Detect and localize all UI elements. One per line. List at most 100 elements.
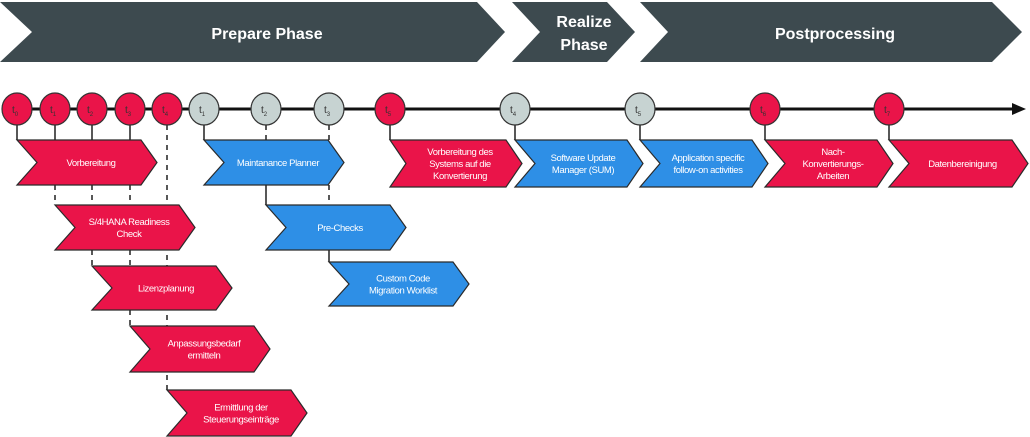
step-label: Vorbereitung	[66, 158, 115, 169]
step-label: Custom Code	[376, 274, 430, 285]
phase-prepare	[0, 2, 505, 62]
node-label-subscript: 2	[264, 112, 268, 118]
node-label-base: t	[125, 105, 128, 116]
step-vorbereitung: Vorbereitung	[15, 139, 158, 186]
phase-postprocessing	[640, 2, 1022, 62]
node-label-base: t	[50, 105, 53, 116]
timeline-node-t5-grey: t5	[624, 92, 656, 126]
node-label-base: t	[199, 105, 202, 116]
timeline-node-t7-red: t7	[873, 92, 905, 126]
step-label: ermitteln	[188, 351, 221, 362]
timeline-node-t4-red: t4	[151, 92, 183, 126]
node-label-subscript: 6	[763, 112, 767, 118]
step-label: Application specific	[672, 153, 745, 164]
step-chevron	[128, 325, 271, 373]
node-label-base: t	[884, 105, 887, 116]
timeline-node-t3-red: t3	[114, 92, 146, 126]
node-label-base: t	[760, 105, 763, 116]
phase-label-postprocessing: Postprocessing	[775, 26, 895, 43]
node-circle	[188, 92, 220, 126]
node-label-base: t	[385, 105, 388, 116]
timeline-node-t4-grey: t4	[499, 92, 531, 126]
node-label: t4	[510, 105, 517, 118]
timeline-node-t2-red: t2	[76, 92, 108, 126]
node-circle	[151, 92, 183, 126]
node-label: t0	[12, 105, 19, 118]
node-label: t3	[125, 105, 132, 118]
step-label: Vorbereitung des	[427, 147, 493, 158]
node-label-subscript: 1	[202, 112, 206, 118]
node-label: t1	[50, 105, 57, 118]
step-label: Lizenzplanung	[138, 284, 194, 295]
step-chevron	[202, 139, 345, 186]
step-chevron	[887, 139, 1029, 188]
node-label-base: t	[510, 105, 513, 116]
step-label: Konvertierung	[433, 171, 487, 182]
step-chevron	[53, 204, 196, 251]
timeline-node-t2-grey: t2	[250, 92, 282, 126]
node-label-subscript: 0	[15, 112, 19, 118]
node-label-subscript: 3	[327, 112, 331, 118]
step-chevron	[264, 204, 407, 251]
step-label: Anpassungsbedarf	[168, 339, 242, 350]
node-circle	[39, 92, 71, 126]
step-label: follow-on activities	[673, 165, 743, 176]
node-circle	[749, 92, 781, 126]
step-label: Migration Worklist	[369, 286, 438, 297]
node-label-subscript: 2	[90, 112, 94, 118]
step-chevron	[638, 139, 769, 188]
step-chevron	[327, 261, 470, 307]
timeline-node-t6-red: t6	[749, 92, 781, 126]
node-circle	[313, 92, 345, 126]
step-label: Arbeiten	[817, 171, 849, 182]
step-label: Pre-Checks	[317, 223, 363, 234]
step-label: S/4HANA Readiness	[89, 217, 171, 228]
timeline-arrow-icon	[1012, 103, 1026, 115]
node-label-base: t	[261, 105, 264, 116]
step-label: Steuerungseinträge	[203, 415, 279, 426]
node-label-subscript: 7	[887, 112, 891, 118]
step-lizenzplanung: Lizenzplanung	[90, 265, 233, 311]
step-nachkonvertierung: Nach-Konvertierungs-Arbeiten	[763, 139, 894, 188]
phase-realize	[512, 2, 635, 62]
step-label: Maintanance Planner	[237, 158, 319, 169]
node-label-base: t	[12, 105, 15, 116]
node-label-base: t	[324, 105, 327, 116]
node-label: t5	[385, 105, 392, 118]
step-label: Systems auf die	[429, 159, 491, 170]
step-chevron	[513, 139, 644, 188]
step-label: Ermittlung der	[214, 403, 268, 414]
node-label-base: t	[87, 105, 90, 116]
node-circle	[873, 92, 905, 126]
step-chevron	[90, 265, 233, 311]
phase-label-realize: Realize	[556, 14, 611, 31]
node-label-subscript: 3	[128, 112, 132, 118]
timeline-node-t3-grey: t3	[313, 92, 345, 126]
node-circle	[250, 92, 282, 126]
node-label-subscript: 5	[638, 112, 642, 118]
node-label-base: t	[635, 105, 638, 116]
node-circle	[499, 92, 531, 126]
step-label: Check	[117, 229, 143, 240]
node-label: t6	[760, 105, 767, 118]
phase-label-realize: Phase	[560, 37, 607, 54]
node-label: t7	[884, 105, 891, 118]
node-circle	[624, 92, 656, 126]
node-label-subscript: 1	[53, 112, 57, 118]
node-circle	[1, 92, 33, 126]
timeline-node-t1-grey: t1	[188, 92, 220, 126]
node-label: t2	[87, 105, 94, 118]
node-label: t2	[261, 105, 268, 118]
node-circle	[114, 92, 146, 126]
timeline-node-t0-red: t0	[1, 92, 33, 126]
step-chevron	[763, 139, 894, 188]
